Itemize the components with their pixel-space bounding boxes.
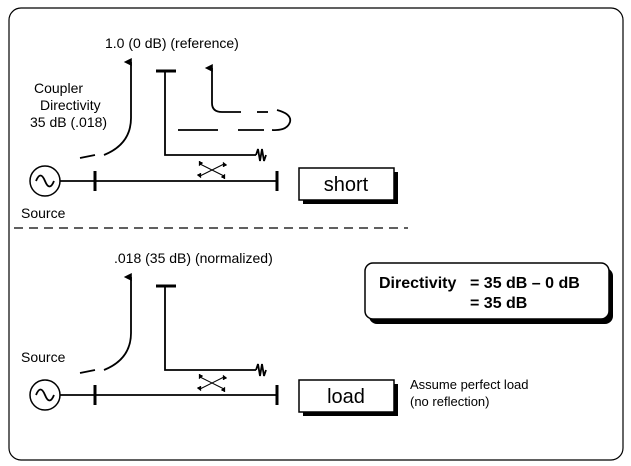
outer-frame xyxy=(8,7,624,461)
leakage-dash-bottom xyxy=(79,369,96,374)
coupler-label-line1: Coupler xyxy=(34,80,83,96)
sine-wave-icon-bottom xyxy=(35,388,55,402)
perfect-load-note-line2: (no reflection) xyxy=(410,394,489,409)
coupling-cross-b-bottom xyxy=(196,374,228,392)
coupler-termination-bottom xyxy=(255,363,267,377)
equation-box xyxy=(364,262,610,320)
equation-line1: = 35 dB – 0 dB xyxy=(470,275,580,292)
reference-label: 1.0 (0 dB) (reference) xyxy=(105,35,239,51)
leakage-arrow xyxy=(103,58,132,156)
reflected-dash-2 xyxy=(271,109,292,131)
perfect-load-note-line1: Assume perfect load xyxy=(410,377,529,392)
top-setup: 1.0 (0 dB) (reference) Coupler Directivi… xyxy=(21,35,398,221)
equation-line2: = 35 dB xyxy=(470,295,527,312)
bottom-setup: .018 (35 dB) (normalized) Source load As… xyxy=(21,250,529,416)
coupler-label-line3: 35 dB (.018) xyxy=(30,114,107,130)
leakage-arrow-bottom xyxy=(103,273,132,371)
load-box xyxy=(298,379,395,413)
load-label: load xyxy=(327,386,365,408)
coupler-termination xyxy=(255,148,267,162)
leakage-dash xyxy=(79,154,96,159)
coupled-arm xyxy=(164,71,256,156)
sine-wave-icon xyxy=(35,174,55,188)
short-box xyxy=(298,167,395,201)
coupler-label-line2: Directivity xyxy=(40,97,101,113)
directivity-equation: Directivity = 35 dB – 0 dB = 35 dB xyxy=(364,262,613,324)
equation-term: Directivity xyxy=(379,275,456,292)
normalized-label: .018 (35 dB) (normalized) xyxy=(114,250,273,266)
short-label: short xyxy=(324,174,369,196)
source-label-top: Source xyxy=(21,205,66,221)
reflected-arrow xyxy=(204,64,241,113)
coupled-arm-bottom xyxy=(164,286,256,371)
source-label-bottom: Source xyxy=(21,349,66,365)
coupling-cross-b xyxy=(196,161,228,179)
